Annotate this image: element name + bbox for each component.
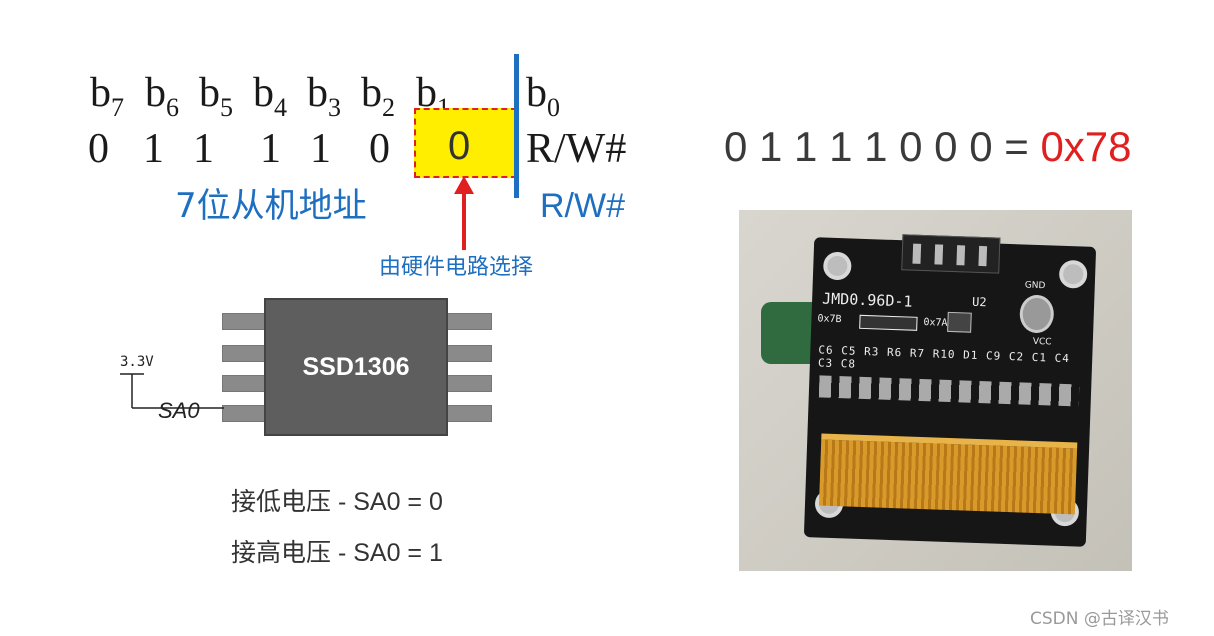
bit-value-b3: 1: [310, 126, 331, 172]
oled-module-photo: JMD0.96D-1 U2 GND VCC 0x7B 0x7A C6 C5 R3…: [739, 210, 1132, 571]
u2-chip: [947, 311, 972, 333]
bit-label-b0: b0: [526, 70, 560, 122]
address-equation: 0 1 1 1 1 0 0 0 = 0x78: [724, 123, 1132, 171]
supply-label: 3.3V: [120, 354, 154, 370]
rw-divider: [514, 54, 519, 198]
chip-name: SSD1306: [302, 352, 410, 381]
bit-label-b7: b7: [90, 70, 124, 122]
sa0-wire: [120, 373, 224, 409]
hex-address: 0x78: [1040, 123, 1132, 170]
slave-address-label: 7位从机地址: [175, 186, 367, 226]
bit-value-b2: 0: [369, 126, 390, 172]
rw-label: R/W#: [540, 187, 625, 225]
bit-value-b7: 0: [88, 126, 109, 172]
vcc-gnd-pads: [1019, 294, 1055, 334]
board-addr-a: 0x7B: [817, 313, 842, 326]
bit-value-b6: 1: [143, 126, 164, 172]
board-u2: U2: [971, 294, 987, 310]
board-model: JMD0.96D-1: [821, 289, 913, 311]
bit-label-b6: b6: [145, 70, 179, 122]
note-low-voltage: 接低电压 - SA0 = 0: [231, 488, 443, 516]
board-vcc: VCC: [1032, 336, 1052, 348]
pcb-board: JMD0.96D-1 U2 GND VCC 0x7B 0x7A C6 C5 R3…: [803, 234, 1097, 547]
hw-select-note: 由硬件电路选择: [379, 255, 534, 280]
equals-sign: =: [1004, 123, 1029, 170]
pin-header: [901, 234, 1001, 274]
note-high-voltage: 接高电压 - SA0 = 1: [231, 539, 443, 567]
sa0-pin-label: SA0: [158, 398, 200, 423]
address-resistor-pads: [859, 314, 918, 331]
hw-select-arrow: [454, 176, 474, 250]
bit-value-b1: 0: [448, 124, 471, 168]
b1-highlight-box: [414, 108, 517, 178]
bit-label-b4: b4: [253, 70, 287, 122]
flex-cable: [818, 433, 1078, 515]
bit-label-b3: b3: [307, 70, 341, 122]
rw-bit-value: R/W#: [526, 126, 627, 172]
board-addr-b: 0x7A: [923, 317, 948, 329]
bit-label-b2: b2: [361, 70, 395, 122]
bit-value-b4: 1: [260, 126, 281, 172]
chip-body: SSD1306: [264, 298, 448, 436]
bit-value-b5: 1: [193, 126, 214, 172]
smd-pads: [818, 375, 1080, 407]
board-gnd: GND: [1024, 280, 1046, 292]
binary-address: 0 1 1 1 1 0 0 0: [724, 123, 993, 170]
bit-label-b5: b5: [199, 70, 233, 122]
component-labels: C6 C5 R3 R6 R7 R10 D1 C9 C2 C1 C4 C3 C8: [817, 343, 1071, 371]
watermark: CSDN @古译汉书: [1030, 609, 1169, 629]
